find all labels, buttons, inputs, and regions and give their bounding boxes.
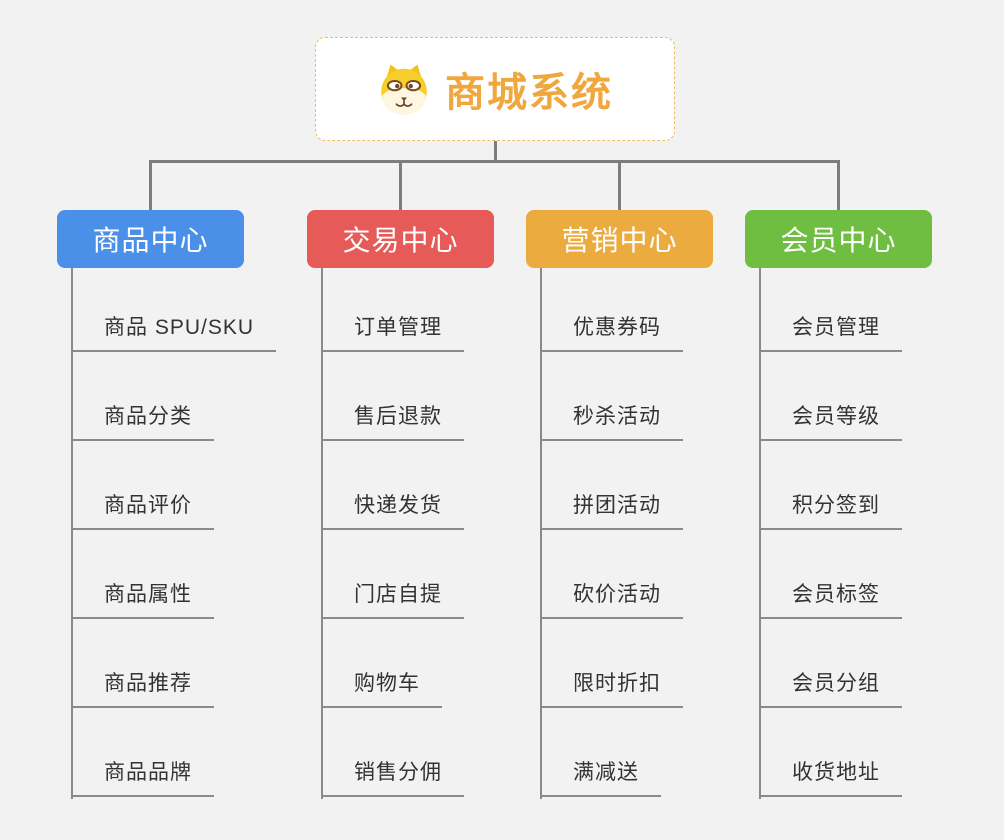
root-node[interactable]: 商城系统 — [315, 37, 675, 141]
leaf-node[interactable]: 购物车 — [321, 670, 442, 708]
branch-drop-connector-3 — [618, 162, 621, 210]
branch-node-product-center[interactable]: 商品中心 — [57, 210, 244, 268]
horizontal-connector — [149, 160, 840, 163]
leaf-node[interactable]: 商品分类 — [71, 403, 214, 441]
leaf-node[interactable]: 销售分佣 — [321, 759, 464, 797]
leaf-node[interactable]: 商品品牌 — [71, 759, 214, 797]
branch-connector-line — [540, 268, 542, 799]
branch-column-product-center: 商品中心 商品 SPU/SKU 商品分类商品评价商品属性商品推荐商品品牌 — [57, 210, 277, 810]
leaf-node[interactable]: 商品 SPU/SKU — [71, 314, 277, 352]
root-stem-connector — [493, 141, 497, 163]
leaf-node[interactable]: 会员等级 — [759, 403, 902, 441]
branch-connector-line — [759, 268, 761, 799]
branch-drop-connector-4 — [837, 162, 840, 210]
leaf-node[interactable]: 门店自提 — [321, 581, 464, 619]
leaf-node[interactable]: 收货地址 — [759, 759, 902, 797]
leaf-node[interactable]: 会员管理 — [759, 314, 902, 352]
leaf-node[interactable]: 售后退款 — [321, 403, 464, 441]
branch-connector-line — [71, 268, 73, 799]
leaf-node[interactable]: 优惠券码 — [540, 314, 683, 352]
leaf-node[interactable]: 商品属性 — [71, 581, 214, 619]
leaf-node[interactable]: 订单管理 — [321, 314, 464, 352]
leaf-node[interactable]: 会员标签 — [759, 581, 902, 619]
leaf-node[interactable]: 拼团活动 — [540, 492, 683, 530]
leaf-node[interactable]: 积分签到 — [759, 492, 902, 530]
leaf-node[interactable]: 会员分组 — [759, 670, 902, 708]
branch-node-marketing-center[interactable]: 营销中心 — [526, 210, 713, 268]
leaf-node[interactable]: 快递发货 — [321, 492, 464, 530]
doge-icon — [381, 64, 427, 115]
branch-drop-connector-1 — [149, 162, 152, 210]
leaf-node[interactable]: 商品推荐 — [71, 670, 214, 708]
leaf-node[interactable]: 满减送 — [540, 759, 661, 797]
leaf-node[interactable]: 限时折扣 — [540, 670, 683, 708]
branch-column-member-center: 会员中心 会员管理会员等级积分签到会员标签会员分组收货地址 — [745, 210, 932, 810]
leaf-node[interactable]: 商品评价 — [71, 492, 214, 530]
leaf-node[interactable]: 砍价活动 — [540, 581, 683, 619]
branch-node-member-center[interactable]: 会员中心 — [745, 210, 932, 268]
branch-column-trade-center: 交易中心 订单管理售后退款快递发货门店自提购物车销售分佣 — [307, 210, 494, 810]
branch-column-marketing-center: 营销中心 优惠券码秒杀活动拼团活动砍价活动限时折扣满减送 — [526, 210, 713, 810]
root-title: 商城系统 — [445, 71, 613, 115]
branch-node-trade-center[interactable]: 交易中心 — [307, 210, 494, 268]
branch-connector-line — [321, 268, 323, 799]
leaf-node[interactable]: 秒杀活动 — [540, 403, 683, 441]
branch-drop-connector-2 — [399, 162, 402, 210]
